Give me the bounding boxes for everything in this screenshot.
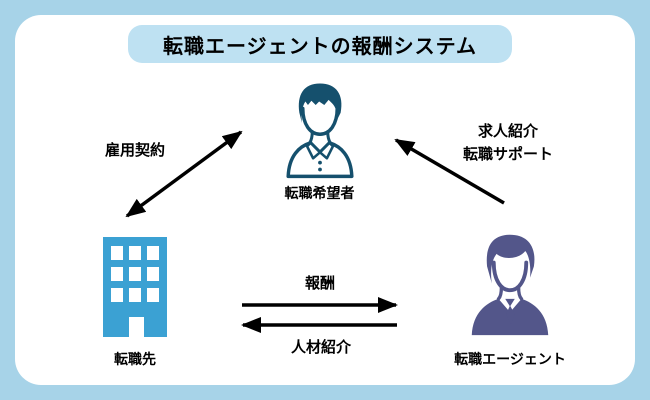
entity-agent: 転職エージェント [450, 230, 570, 369]
employment-contract-label: 雇用契約 [104, 142, 165, 159]
company-label: 転職先 [114, 351, 156, 367]
referral-label: 人材紹介 [290, 339, 351, 356]
job-support-label-line2: 転職サポート [462, 146, 553, 163]
reward-label: 報酬 [304, 275, 335, 292]
entity-seeker: 転職希望者 [262, 80, 377, 203]
person-icon [285, 83, 354, 179]
page-title: 転職エージェントの報酬システム [163, 35, 477, 58]
entity-company: 転職先 [85, 237, 185, 369]
seeker-label: 転職希望者 [284, 185, 355, 201]
agent-person-icon [471, 234, 549, 336]
agent-label: 転職エージェント [454, 351, 566, 367]
building-icon [103, 237, 167, 337]
title-box: 転職エージェントの報酬システム [128, 25, 512, 63]
job-support-label: 求人紹介 転職サポート [443, 120, 573, 166]
job-support-label-line1: 求人紹介 [477, 123, 538, 140]
